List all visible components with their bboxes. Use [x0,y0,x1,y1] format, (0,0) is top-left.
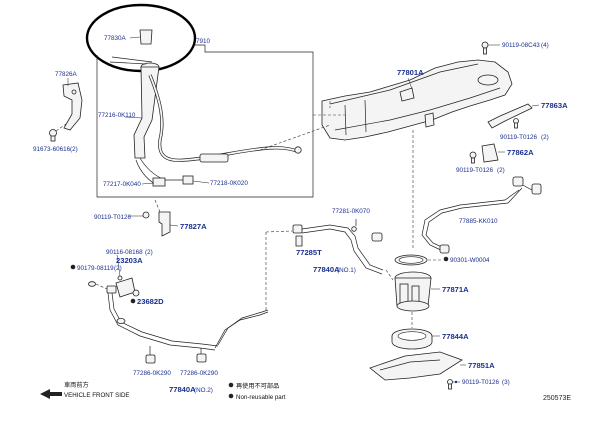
label-77871A: 77871A [442,285,469,294]
label-77844A: 77844A [442,332,469,341]
label-90119-T0126-c: 90119-T0126 [500,134,537,141]
label-77862A: 77862A [507,148,534,157]
label-90116-08168: 90116-08168 [106,249,143,256]
filler-cap-part [129,29,153,45]
label-77286-0K290-a: 77286-0K290 [133,370,171,377]
label-77863A: 77863A [541,101,568,110]
label-90179-08119: 90179-08119 [77,265,114,272]
label-90179-qty: (2) [114,265,122,272]
vehicle-front-en: VEHICLE FRONT SIDE [64,392,130,399]
filler-pipe-part [109,56,302,187]
label-77840A-no1-qty: (NO.1) [337,267,356,274]
band-77863A-part [487,103,533,129]
nonreusable-dot-90301 [443,256,449,262]
nonreusable-dot-23682D [130,298,136,304]
label-77801A: 77801A [397,68,424,77]
legend-dot-en [228,393,234,399]
fuel-tube-77885-part [421,176,542,254]
label-90301-W0004: 90301-W0004 [450,257,490,264]
label-77281-0K070: 77281-0K070 [332,208,370,215]
leader-dot-90119-e [454,380,458,384]
label-91673-60616: 91673-60616 [33,146,71,153]
label-90119-T0126-a: 90119-T0126 [94,214,131,221]
label-23682D: 23682D [137,297,164,306]
retainer-ring-77844A-part [391,328,433,350]
label-77217-0K040: 77217-0K040 [103,181,141,188]
label-90119-T0126-e-qty: (3) [502,379,510,386]
label-77285T: 77285T [296,248,322,257]
label-77840A-no2: 77840A [169,385,196,394]
label-7910: 7910 [196,38,211,45]
fuel-tube-no2-part [107,292,269,364]
label-77827A: 77827A [180,222,207,231]
label-77830A: 77830A [104,35,127,42]
protector-77862A-part [469,143,499,164]
label-77286-0K290-b: 77286-0K290 [180,370,218,377]
protector-plate-77851A-part [369,351,463,390]
label-90119-08C43: 90119-08C43 [502,42,540,49]
label-77851A: 77851A [468,361,495,370]
label-77218-0K020: 77218-0K020 [210,180,248,187]
label-90119-T0126-e: 90119-T0126 [462,379,499,386]
label-77840A-no2-qty: (NO.2) [194,387,213,394]
bracket-77827A-part [142,211,171,237]
valve-23203A-part [106,275,140,298]
fuel-tube-no1-part [292,219,384,275]
nonreusable-dot-90179 [70,264,76,270]
vehicle-front-jp: 車両前方 [64,381,89,389]
label-90119-T0126-c-qty: (2) [541,134,549,141]
oring-90179-part [88,281,96,287]
label-77840A-no1: 77840A [313,265,340,274]
label-77885-KK010: 77885-KK010 [459,218,498,225]
vehicle-front-indicator: 車両前方 VEHICLE FRONT SIDE [40,381,130,399]
bolt-90119-08C43-part [481,41,489,55]
fuel-tank-part [321,59,513,141]
diagram-code: 250573E [543,395,571,402]
gasket-90301-part [394,254,428,266]
bolt-91673-part [49,129,57,142]
legend-text-en: Non-reusable part [236,394,286,401]
arrow-left-icon [40,389,62,399]
label-90119-T0126-d-qty: (2) [497,167,505,174]
legend: 再使用不可部品 Non-reusable part [228,382,286,401]
label-91673-qty: (2) [70,146,78,153]
label-90119-08C43-qty: (4) [541,42,549,49]
label-23203A: 23203A [116,256,143,265]
label-77826A: 77826A [55,71,78,78]
label-90119-T0126-d: 90119-T0126 [456,167,493,174]
label-90116-qty: (2) [145,249,153,256]
bracket-77826A-part [62,82,83,131]
pump-assembly-77871A-part [394,271,432,312]
legend-text-jp: 再使用不可部品 [236,382,279,390]
legend-dot-jp [228,382,234,388]
label-77216-0K110: 77216-0K110 [98,112,136,119]
filler-assembly-frame [96,44,314,198]
